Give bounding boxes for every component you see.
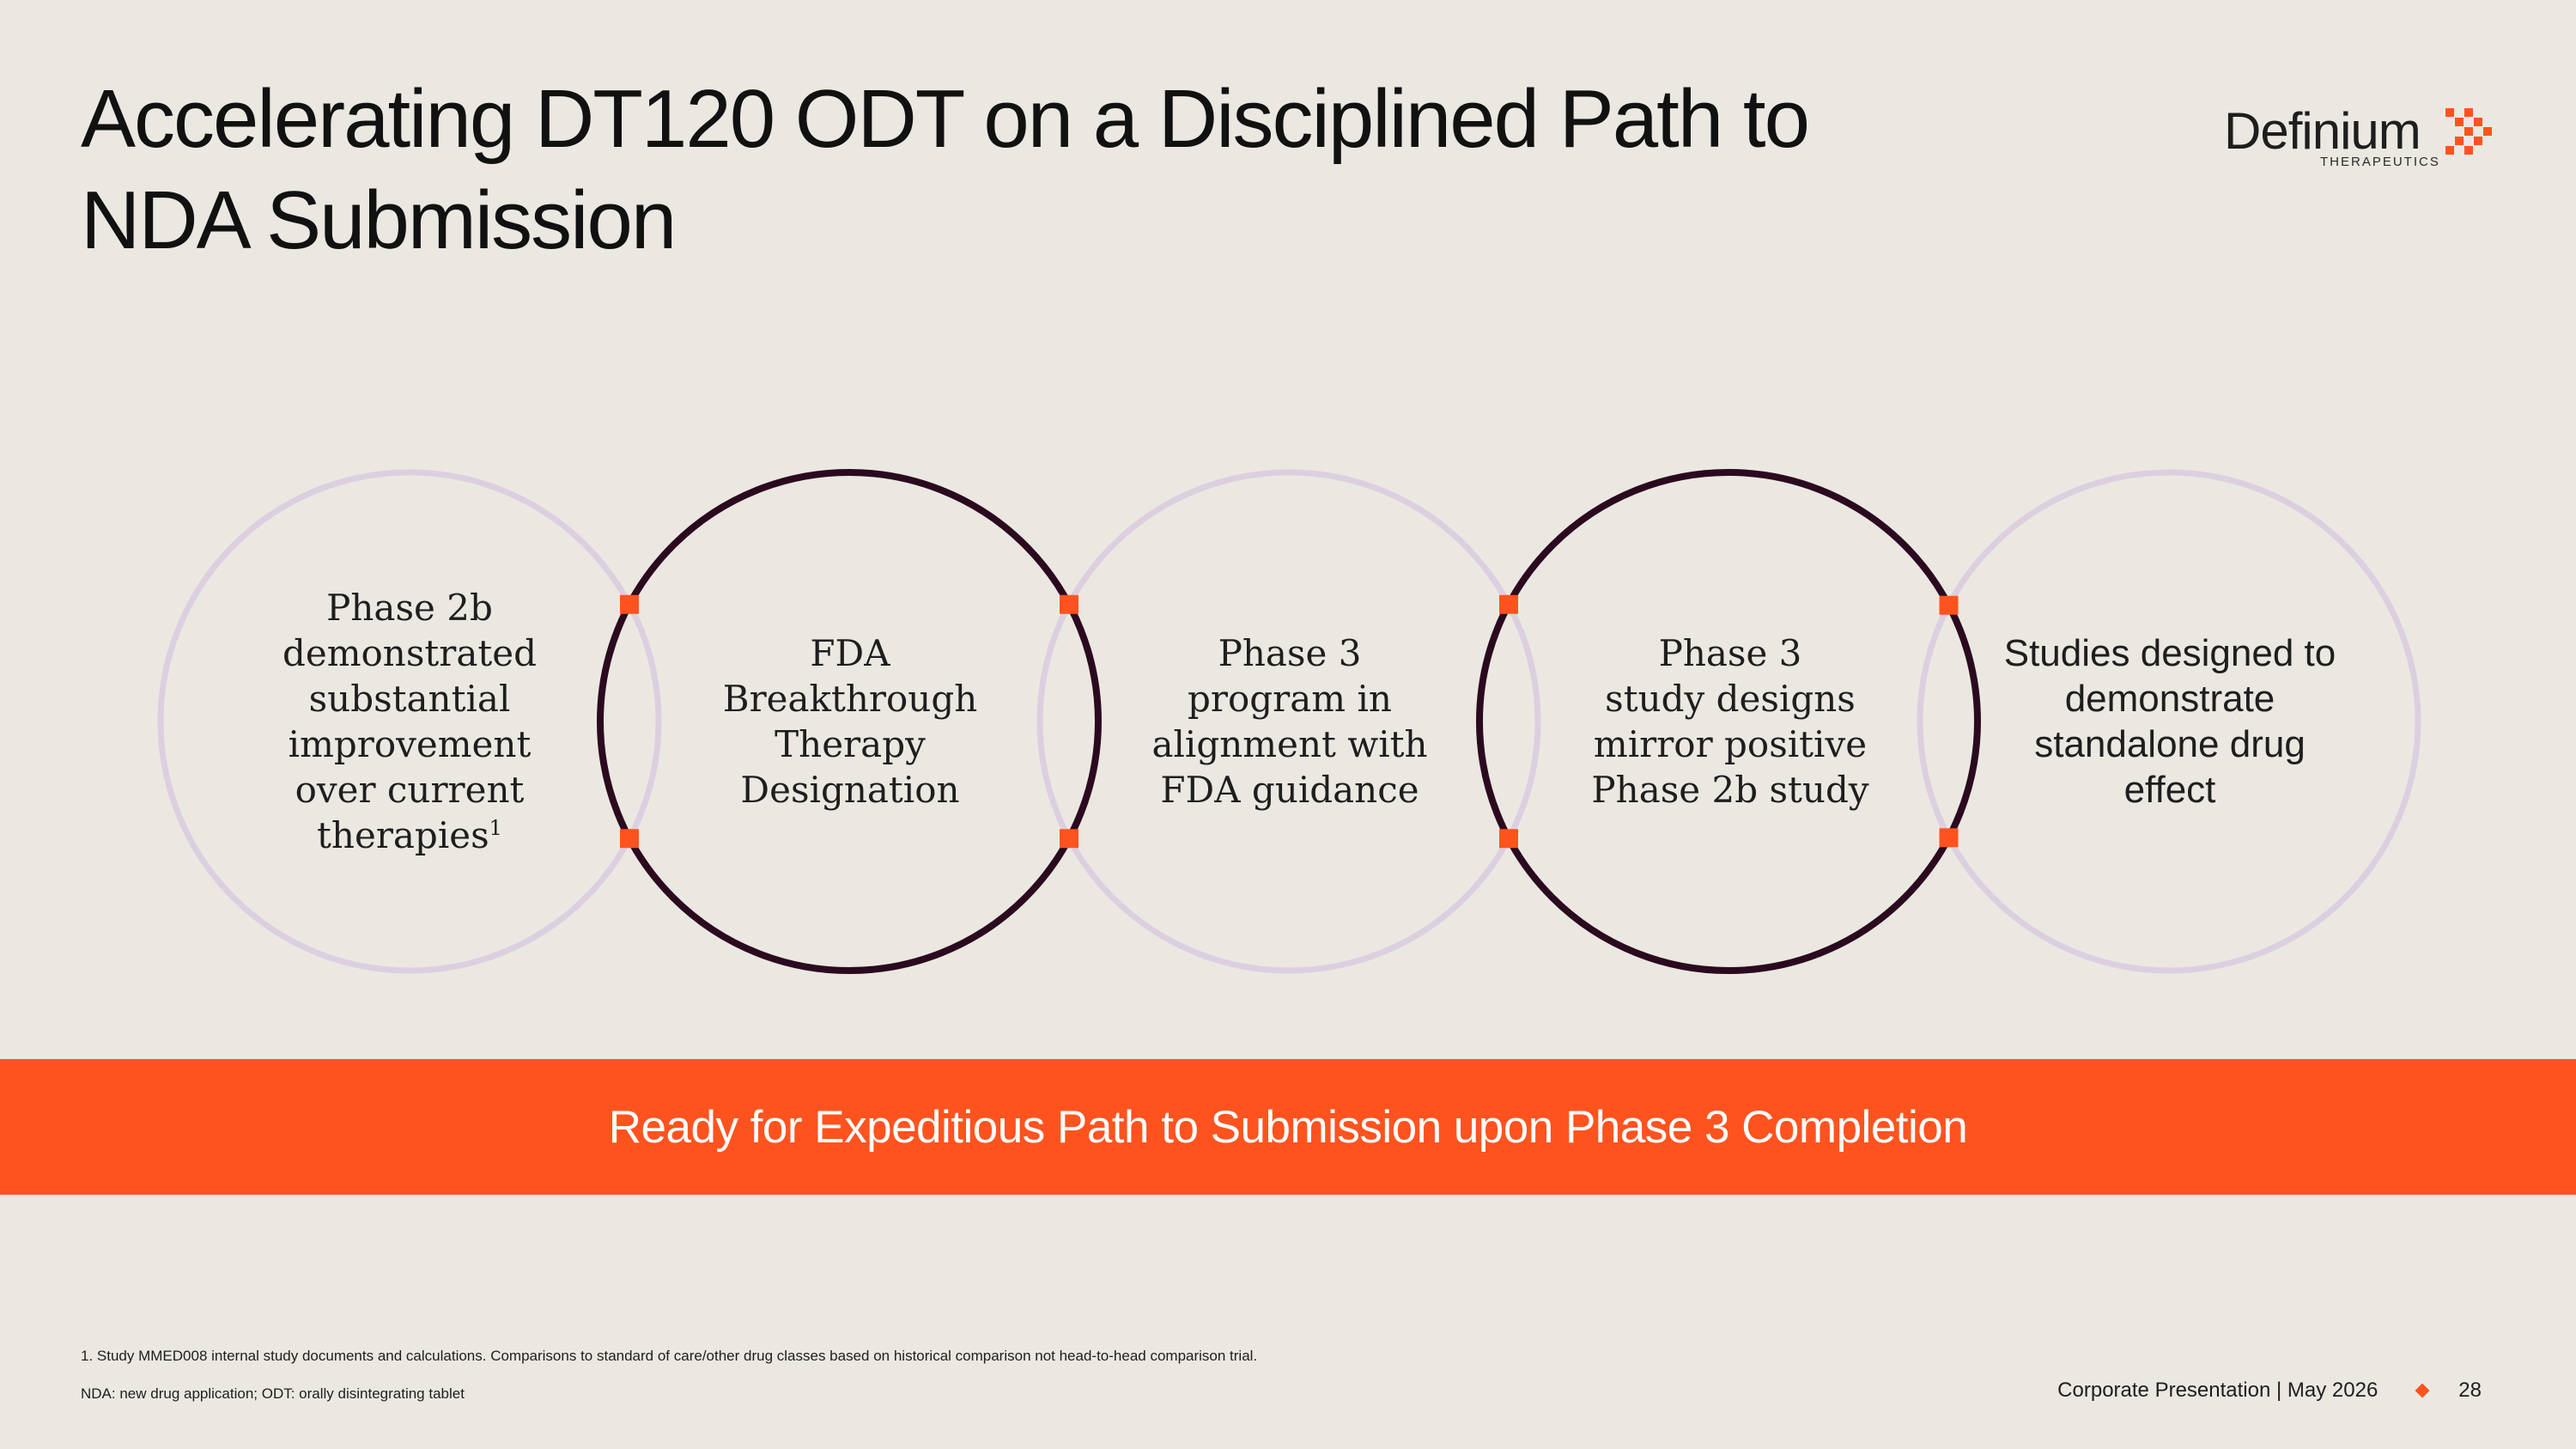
logo-wordmark: Definium <box>2224 102 2421 160</box>
step-4-line-1: Phase 3 <box>1658 632 1802 674</box>
summary-banner-text: Ready for Expeditious Path to Submission… <box>608 1101 1968 1153</box>
step-3-line-1: Phase 3 <box>1218 632 1362 674</box>
slide-footer: Corporate Presentation | May 2026 28 <box>2057 1379 2482 1403</box>
step-2-line-2: Breakthrough <box>722 678 978 720</box>
step-3-text: Phase 3 program in alignment with FDA gu… <box>1109 541 1470 902</box>
slide-title: Accelerating DT120 ODT on a Disciplined … <box>81 69 2056 271</box>
junction-node-1-bottom <box>620 829 639 849</box>
step-3-label: Phase 3 program in alignment with FDA gu… <box>1151 630 1427 813</box>
footnote-reference-1: 1 <box>489 816 502 840</box>
step-2-line-3: Therapy <box>775 723 926 765</box>
step-4-line-2: study designs <box>1605 678 1856 720</box>
step-4-label: Phase 3 study designs mirror positive Ph… <box>1591 630 1868 813</box>
step-2-ring <box>597 469 1102 974</box>
step-3-line-2: program in <box>1188 678 1392 720</box>
step-1-text: Phase 2b demonstrated substantial improv… <box>229 541 590 902</box>
light-rings-layer <box>157 469 2421 974</box>
step-1-line-4: improvement <box>288 723 532 765</box>
junction-node-2-bottom <box>1060 829 1078 849</box>
logo-mark-icon <box>2445 108 2492 155</box>
summary-banner: Ready for Expeditious Path to Submission… <box>0 1059 2576 1195</box>
step-4-line-4: Phase 2b study <box>1591 769 1869 811</box>
junction-node-2-top <box>1060 594 1078 614</box>
step-5-line-2: demonstrate <box>2064 678 2275 720</box>
step-3-line-3: alignment with <box>1151 723 1428 765</box>
step-2-line-1: FDA <box>810 632 890 674</box>
dark-rings-layer <box>597 469 1981 974</box>
step-4-line-3: mirror positive <box>1593 723 1868 765</box>
junction-node-1-top <box>620 594 639 614</box>
page-number: 28 <box>2458 1379 2482 1402</box>
slide-title-line-2: NDA Submission <box>81 174 677 266</box>
junction-node-4-top <box>1939 595 1959 615</box>
step-1-line-3: substantial <box>308 678 511 720</box>
logo-subtitle: THERAPEUTICS <box>2320 155 2440 169</box>
step-1-ring <box>157 469 662 974</box>
abbreviations-note: NDA: new drug application; ODT: orally d… <box>81 1385 465 1402</box>
step-1-line-2: demonstrated <box>282 632 538 674</box>
step-2-line-4: Designation <box>740 769 960 811</box>
step-5-line-3: standalone drug effect <box>2034 723 2306 811</box>
step-2-text: FDA Breakthrough Therapy Designation <box>670 541 1030 902</box>
step-5-line-1: Studies designed to <box>2003 632 2336 674</box>
step-1-label: Phase 2b demonstrated substantial improv… <box>283 585 537 858</box>
junction-node-3-bottom <box>1499 829 1518 849</box>
footnote-1: 1. Study MMED008 internal study document… <box>81 1348 1258 1364</box>
company-logo: Definium THERAPEUTICS <box>2224 101 2499 179</box>
junction-node-4-bottom <box>1939 828 1959 848</box>
ring-nodes-layer <box>620 594 1959 849</box>
step-5-text: Studies designed to demonstrate standalo… <box>1990 541 2350 902</box>
step-3-line-4: FDA guidance <box>1160 769 1419 811</box>
junction-node-3-top <box>1499 594 1518 614</box>
step-5-label: Studies designed to demonstrate standalo… <box>1990 630 2350 813</box>
step-1-line-6-text: therapies <box>317 814 489 856</box>
step-4-text: Phase 3 study designs mirror positive Ph… <box>1550 541 1911 902</box>
footer-diamond-icon <box>2415 1383 2430 1398</box>
step-4-ring <box>1476 469 1981 974</box>
slide-title-line-1: Accelerating DT120 ODT on a Disciplined … <box>81 73 1810 165</box>
step-1-line-5: over current <box>295 769 525 811</box>
step-2-label: FDA Breakthrough Therapy Designation <box>723 630 978 813</box>
footer-label: Corporate Presentation | May 2026 <box>2057 1379 2379 1402</box>
step-5-ring <box>1917 469 2421 974</box>
step-1-line-1: Phase 2b <box>326 587 493 629</box>
step-1-line-6: therapies1 <box>283 813 537 858</box>
step-3-ring <box>1036 469 1541 974</box>
